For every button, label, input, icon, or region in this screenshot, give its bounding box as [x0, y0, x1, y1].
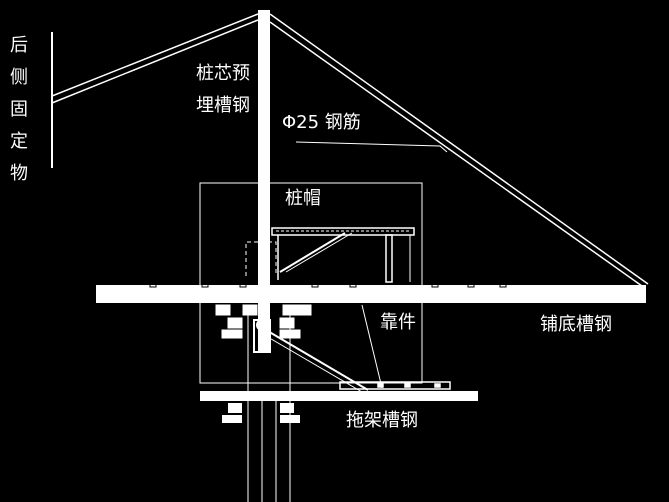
label-pad: 靠件 [380, 312, 416, 333]
base-channel-beam [96, 285, 646, 303]
label-pile-core-channel: 桩芯预埋槽钢 [196, 63, 250, 116]
left-cable-stay [51, 13, 259, 104]
upper-clamps [215, 304, 312, 339]
pad-leader-line [361, 304, 383, 389]
rebar-leader-line [295, 141, 448, 153]
lower-platform [339, 381, 451, 390]
label-pile-cap: 桩帽 [285, 188, 321, 209]
platform-truss [271, 227, 415, 283]
base-channel-notches [149, 282, 507, 288]
pile-core-channel [258, 10, 270, 352]
lower-clamps [222, 403, 300, 423]
label-rear-fixture: 后侧固定物 [10, 35, 28, 184]
pile-cap-outline [199, 182, 423, 384]
drag-frame-channel [200, 391, 478, 401]
label-base-channel: 铺底槽钢 [540, 314, 612, 335]
right-cable-stay [269, 13, 649, 287]
label-rebar: Φ25 钢筋 [282, 112, 361, 133]
hinge-pin [256, 319, 268, 331]
label-drag-frame-channel: 拖架槽钢 [346, 410, 418, 431]
